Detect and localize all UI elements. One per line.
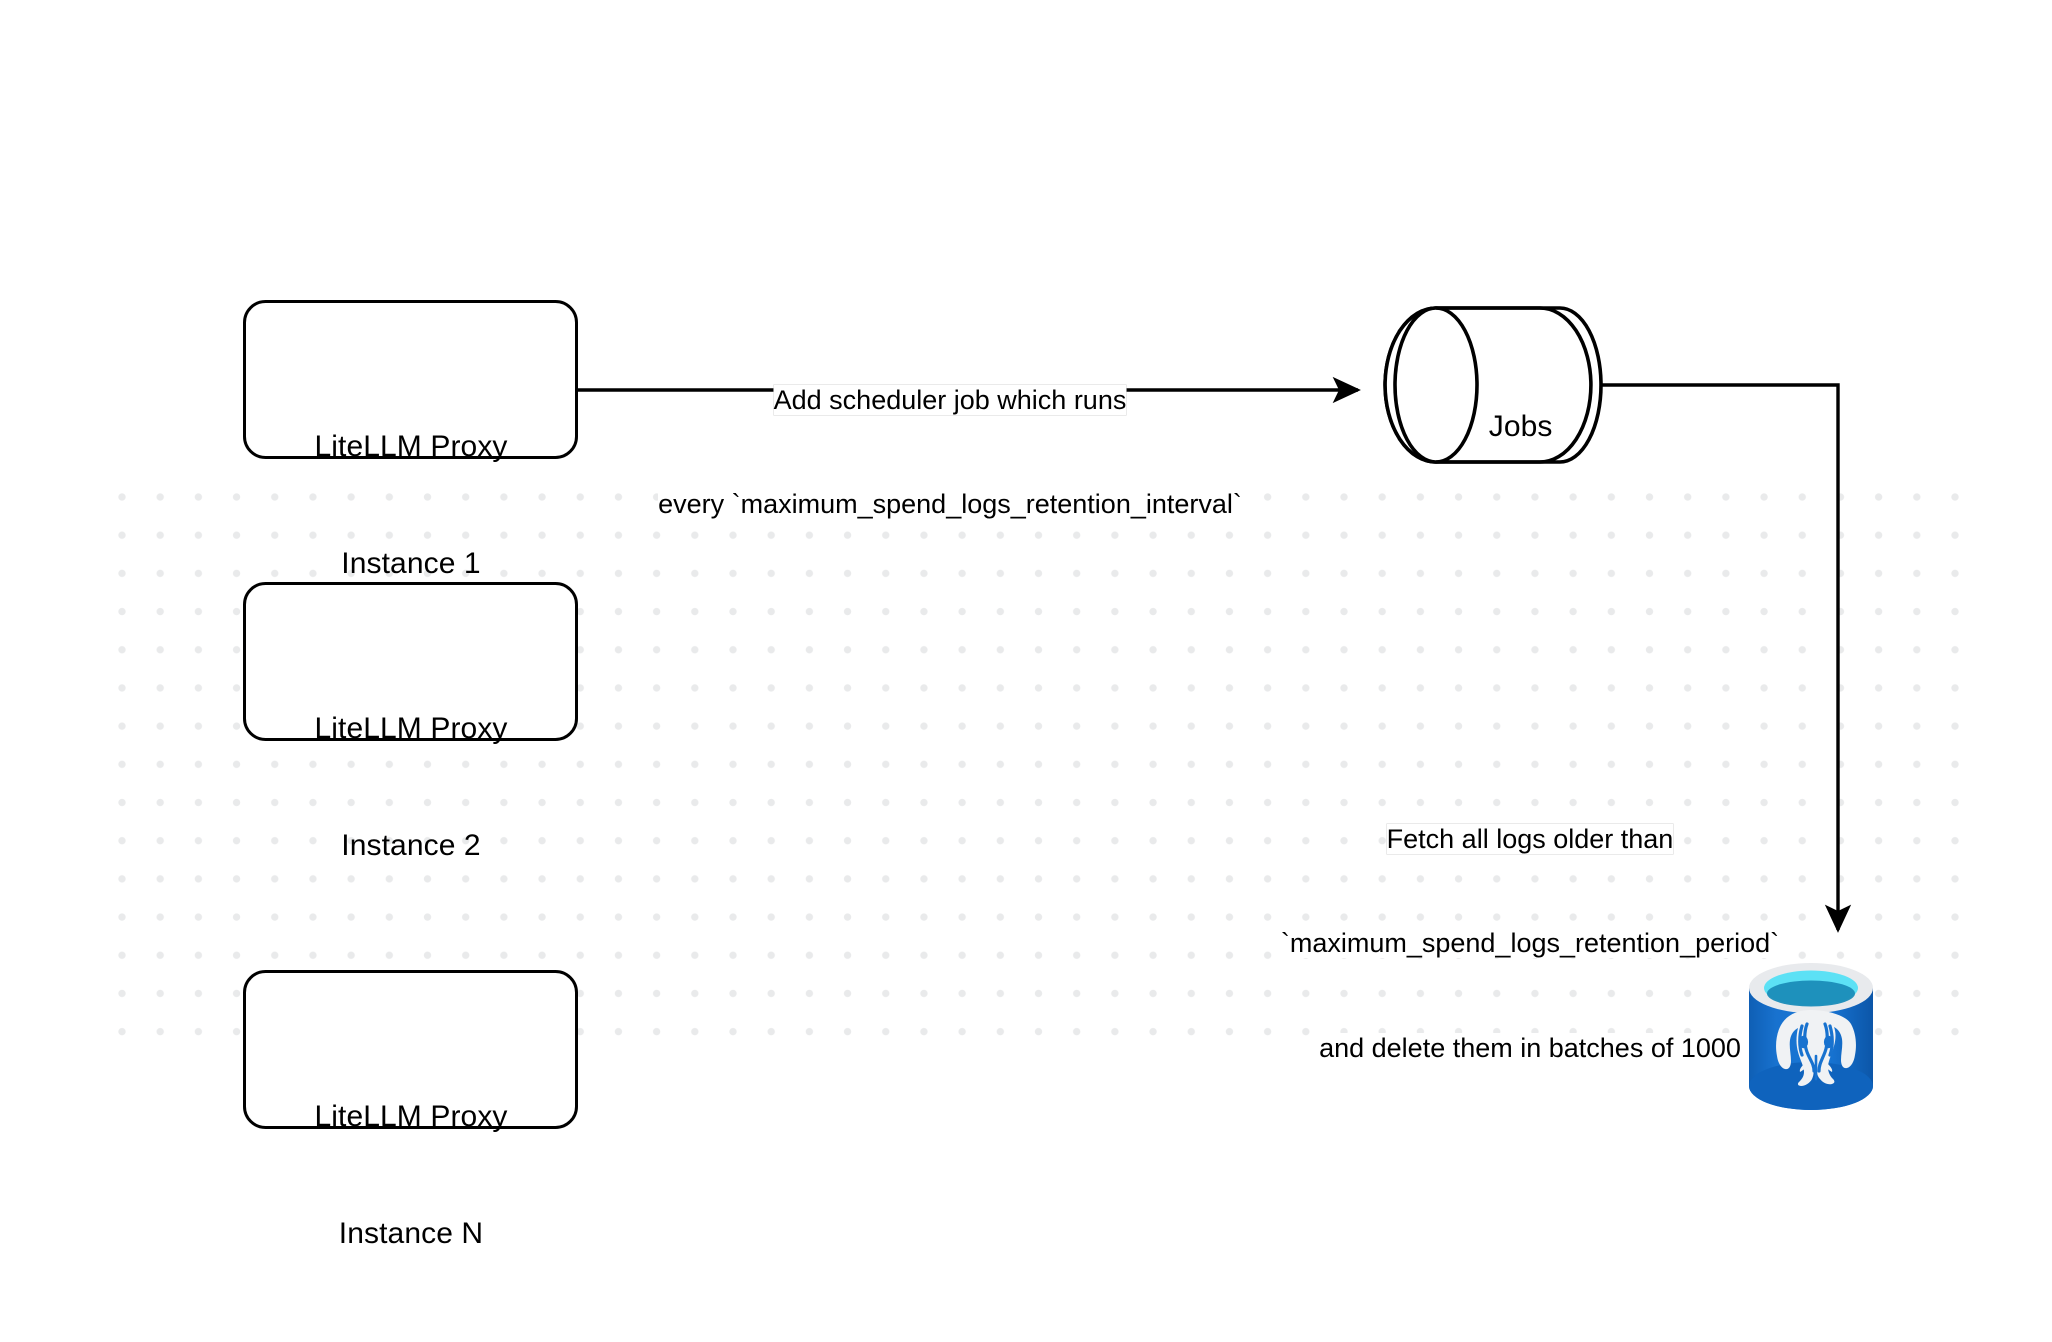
db-opening-inner [1767, 980, 1855, 1007]
postgresql-database-icon[interactable] [1744, 952, 1878, 1122]
node-proxy-instance-n[interactable] [243, 970, 578, 1129]
postgres-elephant-logo [1776, 1010, 1856, 1086]
elephant-eyes [1798, 1035, 1834, 1049]
node-jobs-cylinder[interactable] [1383, 306, 1603, 464]
elephant-tusks [1799, 1062, 1833, 1072]
edge-jobs-to-postgres [1601, 383, 1852, 933]
elephant-head [1776, 1010, 1856, 1086]
db-bottom [1749, 1062, 1873, 1110]
node-proxy-instance-1[interactable] [243, 300, 578, 459]
node-proxy-instance-2[interactable] [243, 582, 578, 741]
